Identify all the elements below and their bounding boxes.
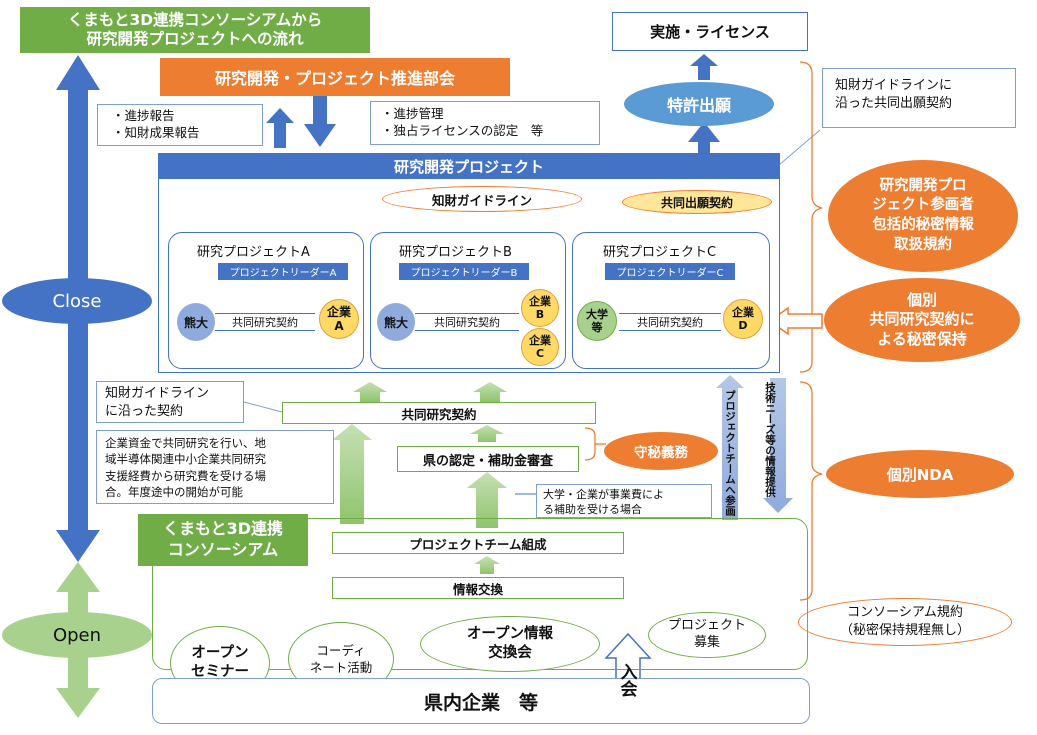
callout-line-2: 沿った共同出願契約 — [835, 96, 953, 112]
report-box: ・進捗報告 ・知財成果報告 — [97, 104, 263, 146]
diagram-title: くまもと3D連携コンソーシアムから 研究開発プロジェクトへの流れ — [20, 7, 370, 53]
title-line-1: くまもと3D連携コンソーシアムから — [67, 10, 323, 29]
implementation-license-box: 実施・ライセンス — [612, 12, 808, 51]
project-b-right-label-2: 企業 C — [529, 333, 551, 360]
consortium-label-line-2: コンソーシアム — [167, 540, 279, 559]
team-join-label: プロジェクトチームへ参画 — [724, 390, 736, 516]
funding-line-3: 支援経費から研究費を受ける場 — [105, 468, 266, 483]
coordinate-line-2: ネート活動 — [309, 660, 373, 675]
funding-note-box: 企業資金で共同研究を行い、地 域半導体関連中小企業共同研究 支援経費から研究費を… — [96, 430, 334, 504]
joint-research-contract-box: 共同研究契約 — [282, 402, 596, 424]
project-b-right-label-1: 企業 B — [529, 294, 551, 321]
project-c-box: 研究プロジェクトC プロジェクトリーダーC 大学 等 共同研究契約 企業 D — [572, 232, 770, 369]
project-b-contract: 共同研究契約 — [415, 313, 519, 331]
orange-bracket-small — [584, 427, 596, 461]
project-b-left-node: 熊大 — [377, 303, 415, 341]
project-b-title: 研究プロジェクトB — [399, 245, 512, 260]
guideline-contract-line-2: に沿った契約 — [105, 404, 184, 420]
tech-needs-label: 技術ニーズ等の情報提供 — [764, 382, 776, 498]
open-info-line-1: オープン情報 — [466, 626, 554, 643]
companies-bar: 県内企業 等 — [152, 678, 810, 724]
project-c-leader: プロジェクトリーダーC — [605, 263, 735, 280]
consortium-rules-line-1: コンソーシアム規約 — [847, 605, 963, 621]
comprehensive-line-3: 包括的秘密情報 — [872, 217, 974, 233]
funding-line-1: 企業資金で共同研究を行い、地 — [105, 436, 266, 450]
coordinate-line-1: コーディ — [316, 642, 366, 658]
comprehensive-line-4: 取扱規約 — [894, 236, 952, 253]
report-line-2: ・知財成果報告 — [112, 124, 200, 140]
open-label: Open — [2, 612, 152, 658]
project-c-left-label: 大学 等 — [586, 307, 608, 334]
prefecture-approval-box: 県の認定・補助金審査 — [397, 446, 579, 472]
management-box: ・進捗管理 ・独占ライセンスの認定 等 — [370, 101, 600, 145]
consortium-label: くまもと3D連携 コンソーシアム — [138, 514, 308, 566]
project-b-right-node-2: 企業 C — [521, 328, 559, 366]
recruit-line-1: プロジェクト — [667, 618, 746, 634]
subsidy-line-2: る補助を受ける場合 — [543, 503, 642, 517]
guideline-callout: 知財ガイドラインに 沿った共同出願契約 — [822, 68, 1016, 128]
project-b-box: 研究プロジェクトB プロジェクトリーダーB 熊大 共同研究契約 企業 B 企業 … — [370, 232, 566, 369]
individual-line-2: 共同研究契約に — [869, 310, 975, 329]
comprehensive-line-2: ジェクト参画者 — [872, 197, 974, 214]
join-label: 入会 — [616, 663, 637, 697]
project-a-right-label: 企業 A — [326, 304, 351, 333]
project-a-left-node: 熊大 — [177, 303, 215, 341]
green-arrow-b — [473, 382, 507, 402]
project-c-left-node: 大学 等 — [577, 301, 617, 341]
rd-project-header: 研究開発プロジェクト — [159, 154, 779, 179]
guideline-contract-box: 知財ガイドライン に沿った契約 — [96, 381, 244, 423]
project-a-right-node: 企業 A — [319, 299, 359, 339]
close-label: Close — [2, 278, 152, 324]
recruit-line-2: 募集 — [693, 635, 720, 650]
report-line-1: ・進捗報告 — [112, 108, 175, 123]
green-arrow-a — [353, 382, 387, 402]
green-arrow-approval — [470, 425, 504, 442]
joint-application-contract: 共同出願契約 — [622, 190, 772, 214]
individual-contract-oval: 個別 共同研究契約に よる秘密保持 — [824, 278, 1020, 362]
open-info-oval[interactable]: オープン情報 交換会 — [420, 616, 600, 672]
open-seminar-line-2: セミナー — [191, 664, 249, 680]
project-c-right-node: 企業 D — [723, 299, 763, 339]
project-c-contract: 共同研究契約 — [619, 313, 721, 331]
comprehensive-line-1: 研究開発プロ — [879, 177, 967, 194]
up-arrow-report — [266, 108, 294, 148]
individual-line-1: 個別 — [906, 290, 937, 309]
title-line-2: 研究開発プロジェクトへの流れ — [86, 30, 304, 48]
open-seminar-line-1: オープン — [191, 645, 249, 662]
consortium-rules-oval: コンソーシアム規約 （秘密保持規程無し） — [798, 598, 1012, 646]
info-exchange-box: 情報交換 — [332, 577, 624, 599]
management-line-2: ・独占ライセンスの認定 等 — [381, 122, 544, 138]
project-a-box: 研究プロジェクトA プロジェクトリーダーA 熊大 共同研究契約 企業 A — [168, 232, 364, 369]
confidentiality-oval: 守秘義務 — [604, 432, 718, 470]
subsidy-line-1: 大学・企業が事業費によ — [543, 488, 664, 501]
project-b-right-node-1: 企業 B — [521, 289, 559, 327]
guideline-contract-line-1: 知財ガイドライン — [105, 386, 210, 401]
orange-bracket-top — [799, 61, 823, 373]
ip-guideline-oval: 知財ガイドライン — [382, 186, 582, 212]
project-a-contract: 共同研究契約 — [215, 313, 315, 331]
down-arrow-management — [304, 96, 336, 147]
project-c-right-label: 企業 D — [732, 305, 754, 332]
project-a-leader: プロジェクトリーダーA — [218, 263, 348, 280]
consortium-label-line-1: くまもと3D連携 — [162, 519, 284, 539]
subsidy-note-box: 大学・企業が事業費によ る補助を受ける場合 — [536, 484, 712, 518]
promotion-committee: 研究開発・プロジェクト推進部会 — [160, 58, 510, 96]
individual-line-3: よる秘密保持 — [877, 329, 967, 348]
project-c-title: 研究プロジェクトC — [603, 245, 717, 260]
up-arrow-implementation — [690, 54, 718, 80]
project-a-title: 研究プロジェクトA — [197, 245, 310, 260]
callout-line-1: 知財ガイドラインに — [835, 78, 953, 93]
management-line-1: ・進捗管理 — [381, 106, 444, 121]
funding-line-4: 合。年度途中の開始が可能 — [105, 484, 243, 499]
green-arrow-funding — [332, 424, 372, 524]
consortium-rules-line-2: （秘密保持規程無し） — [839, 623, 970, 638]
patent-application-oval: 特許出願 — [624, 82, 774, 126]
project-b-leader: プロジェクトリーダーB — [399, 263, 529, 280]
funding-line-2: 域半導体関連中小企業共同研究 — [105, 452, 266, 467]
comprehensive-rules-oval: 研究開発プロ ジェクト参画者 包括的秘密情報 取扱規約 — [828, 160, 1018, 272]
recruit-oval[interactable]: プロジェクト 募集 — [648, 612, 766, 658]
team-formation-box: プロジェクトチーム組成 — [332, 532, 624, 554]
open-info-line-2: 交換会 — [488, 645, 532, 661]
individual-nda-oval: 個別NDA — [826, 450, 1014, 498]
